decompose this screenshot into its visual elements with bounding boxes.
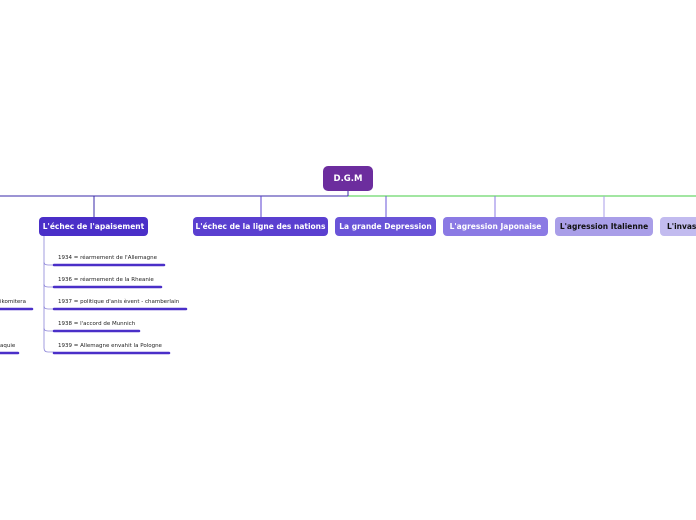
connector-subtopic-4 [43, 327, 54, 332]
central-topic-node[interactable]: D.G.M [323, 166, 373, 191]
subtopic-1939[interactable]: 1939 = Allemagne envahit la Pologne [58, 343, 162, 349]
subtopic-1934[interactable]: 1934 = réarmement de l'Allemagne [58, 255, 157, 261]
subtopic-1936[interactable]: 1936 = réarmement de la Rheanie [58, 277, 154, 283]
subtopic-1937[interactable]: 1937 = politique d'anis èvent - chamberl… [58, 299, 180, 305]
topic-echec-ligne-nations[interactable]: L'échec de la ligne des nations [193, 217, 328, 236]
connector-subtopic-trunk [43, 235, 54, 353]
topic-agression-japonaise[interactable]: L'agression Japonaise [443, 217, 548, 236]
topic-invasion-partial[interactable]: L'invas [660, 217, 696, 236]
connector-subtopic-1 [43, 261, 54, 266]
topic-grande-depression[interactable]: La grande Depression [335, 217, 436, 236]
connector-subtopic-2 [43, 283, 54, 288]
topic-echec-apaisement[interactable]: L'échec de l'apaisement [39, 217, 148, 236]
subtopic-1938[interactable]: 1938 = l'accord de Munnich [58, 321, 136, 327]
connector-subtopic-3 [43, 305, 54, 310]
left-cut-subtopic-1[interactable]: ikomitera [0, 299, 26, 305]
topic-agression-italienne[interactable]: L'agression Italienne [555, 217, 653, 236]
left-cut-subtopic-2[interactable]: aquie [0, 343, 16, 349]
